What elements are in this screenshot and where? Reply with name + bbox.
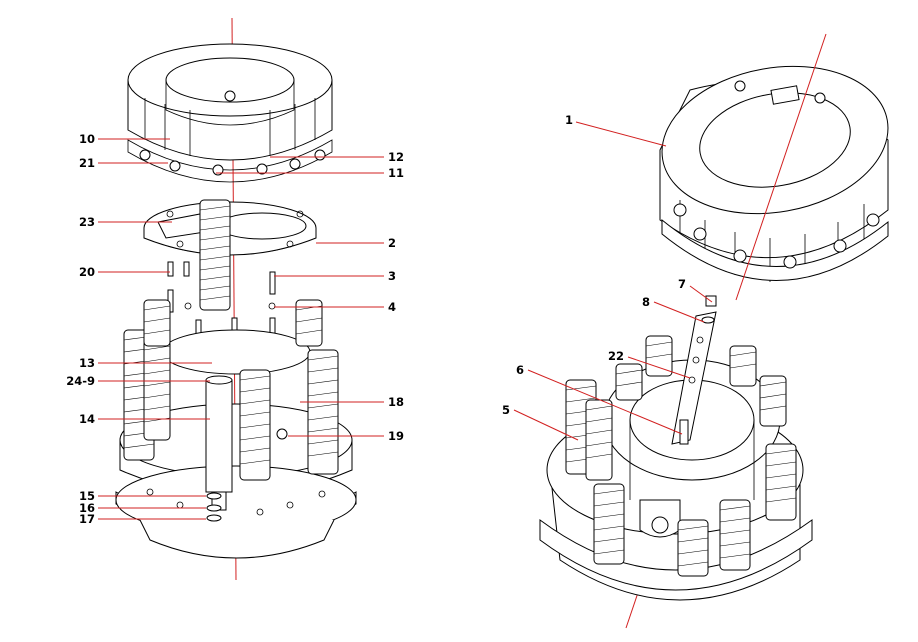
right-assembled-view: 1 7 8 22 6 5 — [502, 33, 889, 629]
callout-15: 15 — [79, 489, 95, 503]
callout-5: 5 — [502, 403, 510, 417]
callout-19: 19 — [388, 429, 404, 443]
callout-17: 17 — [79, 512, 95, 526]
right-springs — [565, 335, 797, 577]
right-top-cover — [659, 65, 889, 282]
left-upper-spring — [199, 199, 231, 311]
left-top-cover — [127, 43, 333, 183]
left-main-body — [115, 329, 357, 559]
callout-23: 23 — [79, 215, 95, 229]
callout-4: 4 — [388, 300, 396, 314]
callout-13: 13 — [79, 356, 95, 370]
callout-18: 18 — [388, 395, 404, 409]
callout-24-9: 24-9 — [66, 374, 95, 388]
left-leader-lines — [98, 138, 384, 520]
callout-1: 1 — [565, 113, 573, 127]
left-springs — [123, 299, 339, 481]
left-plate — [143, 201, 317, 256]
callout-10: 10 — [79, 132, 95, 146]
callout-3: 3 — [388, 269, 396, 283]
left-exploded-view: 10 21 23 20 13 24-9 14 15 16 17 12 11 2 … — [66, 17, 404, 581]
callout-12: 12 — [388, 150, 404, 164]
left-small-stack — [206, 428, 288, 522]
right-leader-lines — [513, 121, 713, 441]
callout-6: 6 — [516, 363, 524, 377]
callout-2: 2 — [388, 236, 396, 250]
callout-21: 21 — [79, 156, 95, 170]
left-cylinder — [205, 375, 233, 511]
callout-14: 14 — [79, 412, 95, 426]
callout-8: 8 — [642, 295, 650, 309]
right-upper-axis — [735, 33, 827, 301]
callout-20: 20 — [79, 265, 95, 279]
callout-11: 11 — [388, 166, 404, 180]
callout-16: 16 — [79, 501, 95, 515]
callout-22: 22 — [608, 349, 624, 363]
callout-7: 7 — [678, 277, 686, 291]
